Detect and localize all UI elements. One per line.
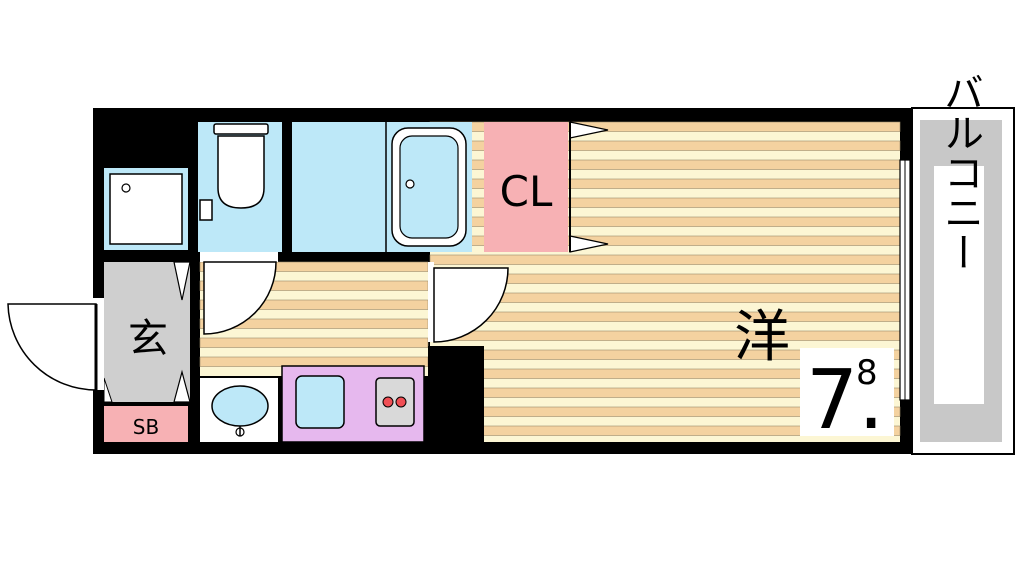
western-room-kanji: 洋 <box>734 305 790 370</box>
sink-icon <box>295 375 345 429</box>
entrance-floor <box>104 262 190 402</box>
refrigerator-space <box>428 346 484 442</box>
drain-icon <box>405 179 415 189</box>
stove-icon <box>375 377 415 427</box>
toilet-icon <box>217 135 265 209</box>
front-door-swing <box>7 303 97 391</box>
entrance-label: 玄 <box>128 316 168 362</box>
western-room-plank <box>429 311 901 322</box>
hall-plank <box>199 356 429 367</box>
toilet-paper-holder <box>199 199 213 221</box>
shoe-box-label: SB <box>133 415 159 439</box>
toilet-tank <box>213 123 269 135</box>
shoe-box <box>104 406 188 442</box>
room-door-swing <box>433 267 509 343</box>
western-room-plank <box>429 330 901 341</box>
closet-label: CL <box>500 167 553 216</box>
western-room-plank <box>429 254 901 265</box>
hall-plank <box>199 337 429 348</box>
toilet-door-swing <box>203 261 277 335</box>
western-room-size-fraction: 8 <box>856 353 878 393</box>
washbasin-icon <box>211 385 269 427</box>
closet-area <box>484 122 568 252</box>
balcony-label: バルコニー <box>937 72 983 272</box>
western-room-size: 7. <box>806 353 884 448</box>
